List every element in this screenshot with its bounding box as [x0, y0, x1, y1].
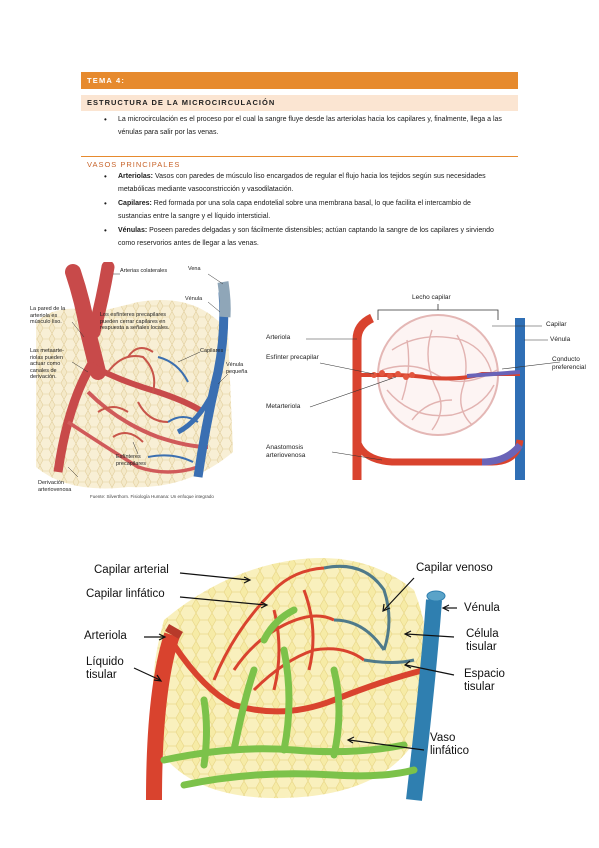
label-espacio-tisular: Espacio tisular [464, 668, 505, 693]
vasos-list: Arteriolas: Vasos con paredes de músculo… [104, 170, 504, 251]
label-metarteriola: Metarteriola [266, 403, 301, 410]
label-venula-pequena: Vénula pequeña [226, 362, 248, 375]
intro-item: La microcirculación es el proceso por el… [104, 113, 504, 139]
label-capilar-linfatico: Capilar linfático [86, 588, 165, 600]
figure-microcirculation-silverthorn: Arterias colaterales Vena Vénula La pare… [28, 262, 253, 502]
label-vena: Vena [188, 266, 201, 272]
vasos-heading: VASOS PRINCIPALES [81, 156, 518, 169]
label-capilares: Capilares [200, 348, 224, 354]
microcirculation-illustration [36, 262, 233, 489]
vasos-item-venulas: Vénulas: Poseen paredes delgadas y son f… [104, 224, 504, 250]
capillary-bed-illustration [306, 304, 561, 480]
label-venula: Vénula [464, 602, 500, 614]
label-esfinter-precapilar: Esfínter precapilar [266, 354, 319, 361]
label-esfinteres-precapilares: Esfínteres precapilares [116, 454, 146, 467]
figure-source: Fuente: Silverthorn. Fisiología Humana: … [90, 494, 214, 499]
intro-list: La microcirculación es el proceso por el… [104, 113, 504, 140]
vasos-item-capilares: Capilares: Red formada por una sola capa… [104, 197, 504, 223]
label-lecho-capilar: Lecho capilar [412, 294, 451, 301]
label-arterias-colaterales: Arterias colaterales [120, 268, 168, 274]
label-capilar: Capilar [546, 321, 567, 328]
label-capilar-venoso: Capilar venoso [416, 562, 493, 574]
label-vaso-linfatico: Vaso linfático [430, 732, 469, 757]
label-metarteriolas: Las metaarte- riolas pueden actuar como … [30, 348, 64, 380]
figure-lymphatic-microcirculation: Capilar arterial Capilar linfático Arter… [84, 550, 524, 802]
lymphatic-illustration [133, 558, 457, 801]
vasos-item-arteriolas: Arteriolas: Vasos con paredes de músculo… [104, 170, 504, 196]
label-esfinteres-precapilares-info: Los esfínteres precapilares pueden cerra… [100, 312, 170, 331]
label-arteriola: Arteriola [266, 334, 291, 341]
label-capilar-arterial: Capilar arterial [94, 564, 169, 576]
label-anastomosis-arteriovenosa: Anastomosis arteriovenosa [266, 444, 306, 459]
label-arteriola: Arteriola [84, 630, 127, 642]
label-liquido-tisular: Líquido tisular [86, 656, 124, 681]
label-derivacion-arteriovenosa: Derivación arteriovenosa [38, 480, 72, 493]
tema-heading: TEMA 4: [81, 72, 518, 89]
label-pared-arteriola: La pared de la arteriola es músculo liso… [30, 306, 66, 325]
label-venula: Vénula [550, 336, 571, 343]
section-heading: ESTRUCTURA DE LA MICROCIRCULACIÓN [81, 95, 518, 111]
label-venula: Vénula [185, 296, 203, 302]
label-celula-tisular: Célula tisular [466, 628, 499, 653]
label-conducto-preferencial: Conducto preferencial [552, 356, 586, 371]
figure-capillary-bed: Lecho capilar Arteriola Esfínter precapi… [262, 290, 598, 488]
